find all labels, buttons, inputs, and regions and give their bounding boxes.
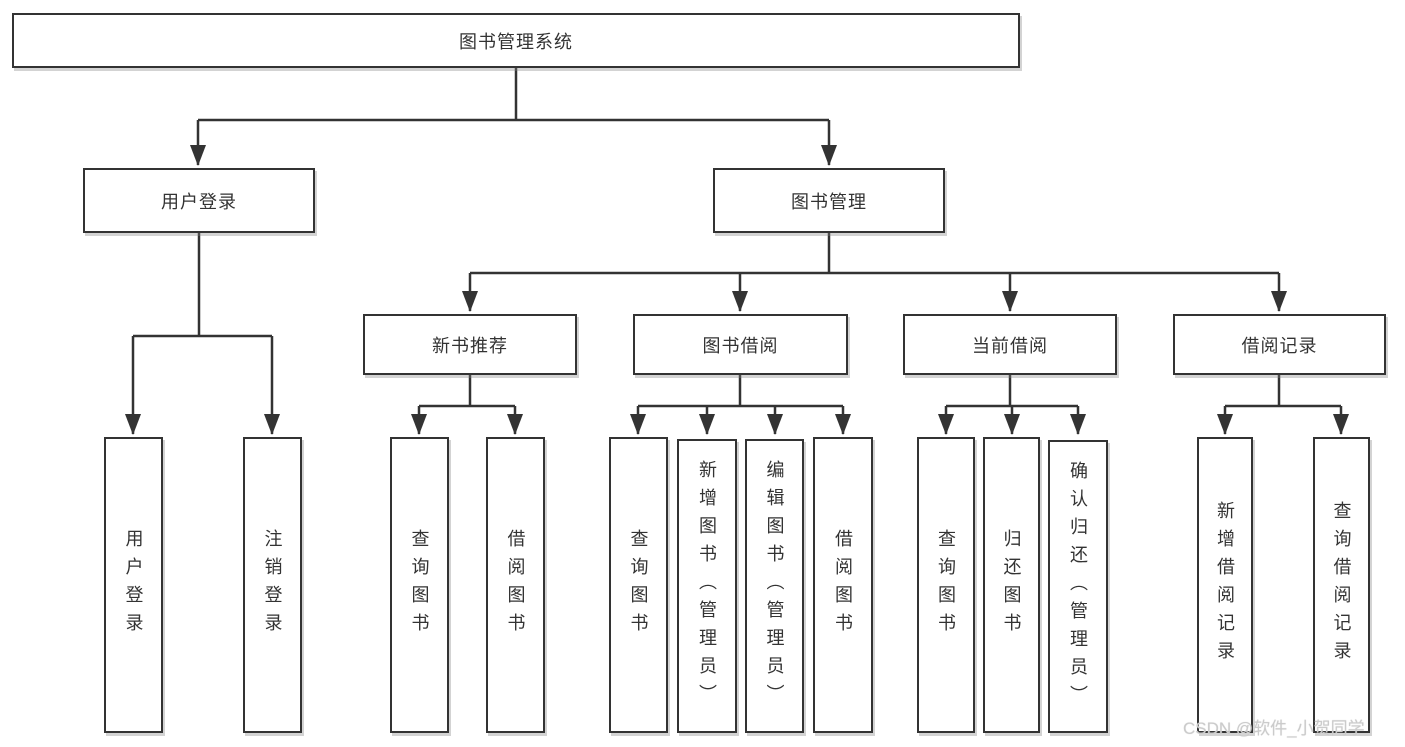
leaf-add-borrow-record-label: 新增借阅记录 bbox=[1215, 501, 1235, 669]
node-user-login-label: 用户登录 bbox=[161, 191, 237, 212]
leaf-user-login: 用户登录 bbox=[104, 437, 163, 733]
leaf-borrow-books-2: 借阅图书 bbox=[813, 437, 873, 733]
leaf-user-login-label: 用户登录 bbox=[123, 529, 144, 641]
leaf-query-books-1-label: 查询图书 bbox=[409, 529, 430, 641]
leaf-query-books-2-label: 查询图书 bbox=[628, 529, 649, 641]
leaf-edit-books-admin: 编辑图书（管理员） bbox=[745, 439, 804, 733]
node-book-borrow: 图书借阅 bbox=[633, 314, 848, 375]
leaf-query-books-2: 查询图书 bbox=[609, 437, 668, 733]
node-book-management-label: 图书管理 bbox=[791, 191, 867, 212]
leaf-borrow-books-2-label: 借阅图书 bbox=[833, 529, 853, 641]
node-borrow-record: 借阅记录 bbox=[1173, 314, 1386, 375]
leaf-query-borrow-record-label: 查询借阅记录 bbox=[1331, 501, 1352, 669]
leaf-query-books-3-label: 查询图书 bbox=[936, 529, 956, 641]
leaf-add-borrow-record: 新增借阅记录 bbox=[1197, 437, 1253, 733]
node-new-book-recommend: 新书推荐 bbox=[363, 314, 577, 375]
node-root-label: 图书管理系统 bbox=[459, 31, 573, 52]
leaf-return-books: 归还图书 bbox=[983, 437, 1040, 733]
node-borrow-record-label: 借阅记录 bbox=[1241, 335, 1318, 356]
node-current-borrow-label: 当前借阅 bbox=[972, 335, 1048, 356]
leaf-logout: 注销登录 bbox=[243, 437, 302, 733]
csdn-watermark: CSDN @软件_小贺同学 bbox=[1183, 719, 1365, 738]
leaf-query-borrow-record: 查询借阅记录 bbox=[1313, 437, 1370, 733]
leaf-query-books-3: 查询图书 bbox=[917, 437, 975, 733]
node-new-book-recommend-label: 新书推荐 bbox=[432, 335, 508, 356]
leaf-confirm-return-admin-label: 确认归还（管理员） bbox=[1068, 460, 1088, 713]
node-user-login: 用户登录 bbox=[83, 168, 315, 233]
leaf-edit-books-admin-label: 编辑图书（管理员） bbox=[764, 460, 785, 712]
leaf-logout-label: 注销登录 bbox=[262, 529, 283, 641]
leaf-confirm-return-admin: 确认归还（管理员） bbox=[1048, 440, 1108, 733]
node-current-borrow: 当前借阅 bbox=[903, 314, 1117, 375]
leaf-return-books-label: 归还图书 bbox=[1001, 529, 1022, 641]
leaf-borrow-books-1: 借阅图书 bbox=[486, 437, 545, 733]
leaf-borrow-books-1-label: 借阅图书 bbox=[505, 529, 526, 641]
node-root-system: 图书管理系统 bbox=[12, 13, 1020, 68]
leaf-query-books-1: 查询图书 bbox=[390, 437, 449, 733]
node-book-management: 图书管理 bbox=[713, 168, 945, 233]
leaf-add-books-admin-label: 新增图书（管理员） bbox=[697, 460, 717, 712]
leaf-add-books-admin: 新增图书（管理员） bbox=[677, 439, 737, 733]
node-book-borrow-label: 图书借阅 bbox=[702, 335, 779, 356]
